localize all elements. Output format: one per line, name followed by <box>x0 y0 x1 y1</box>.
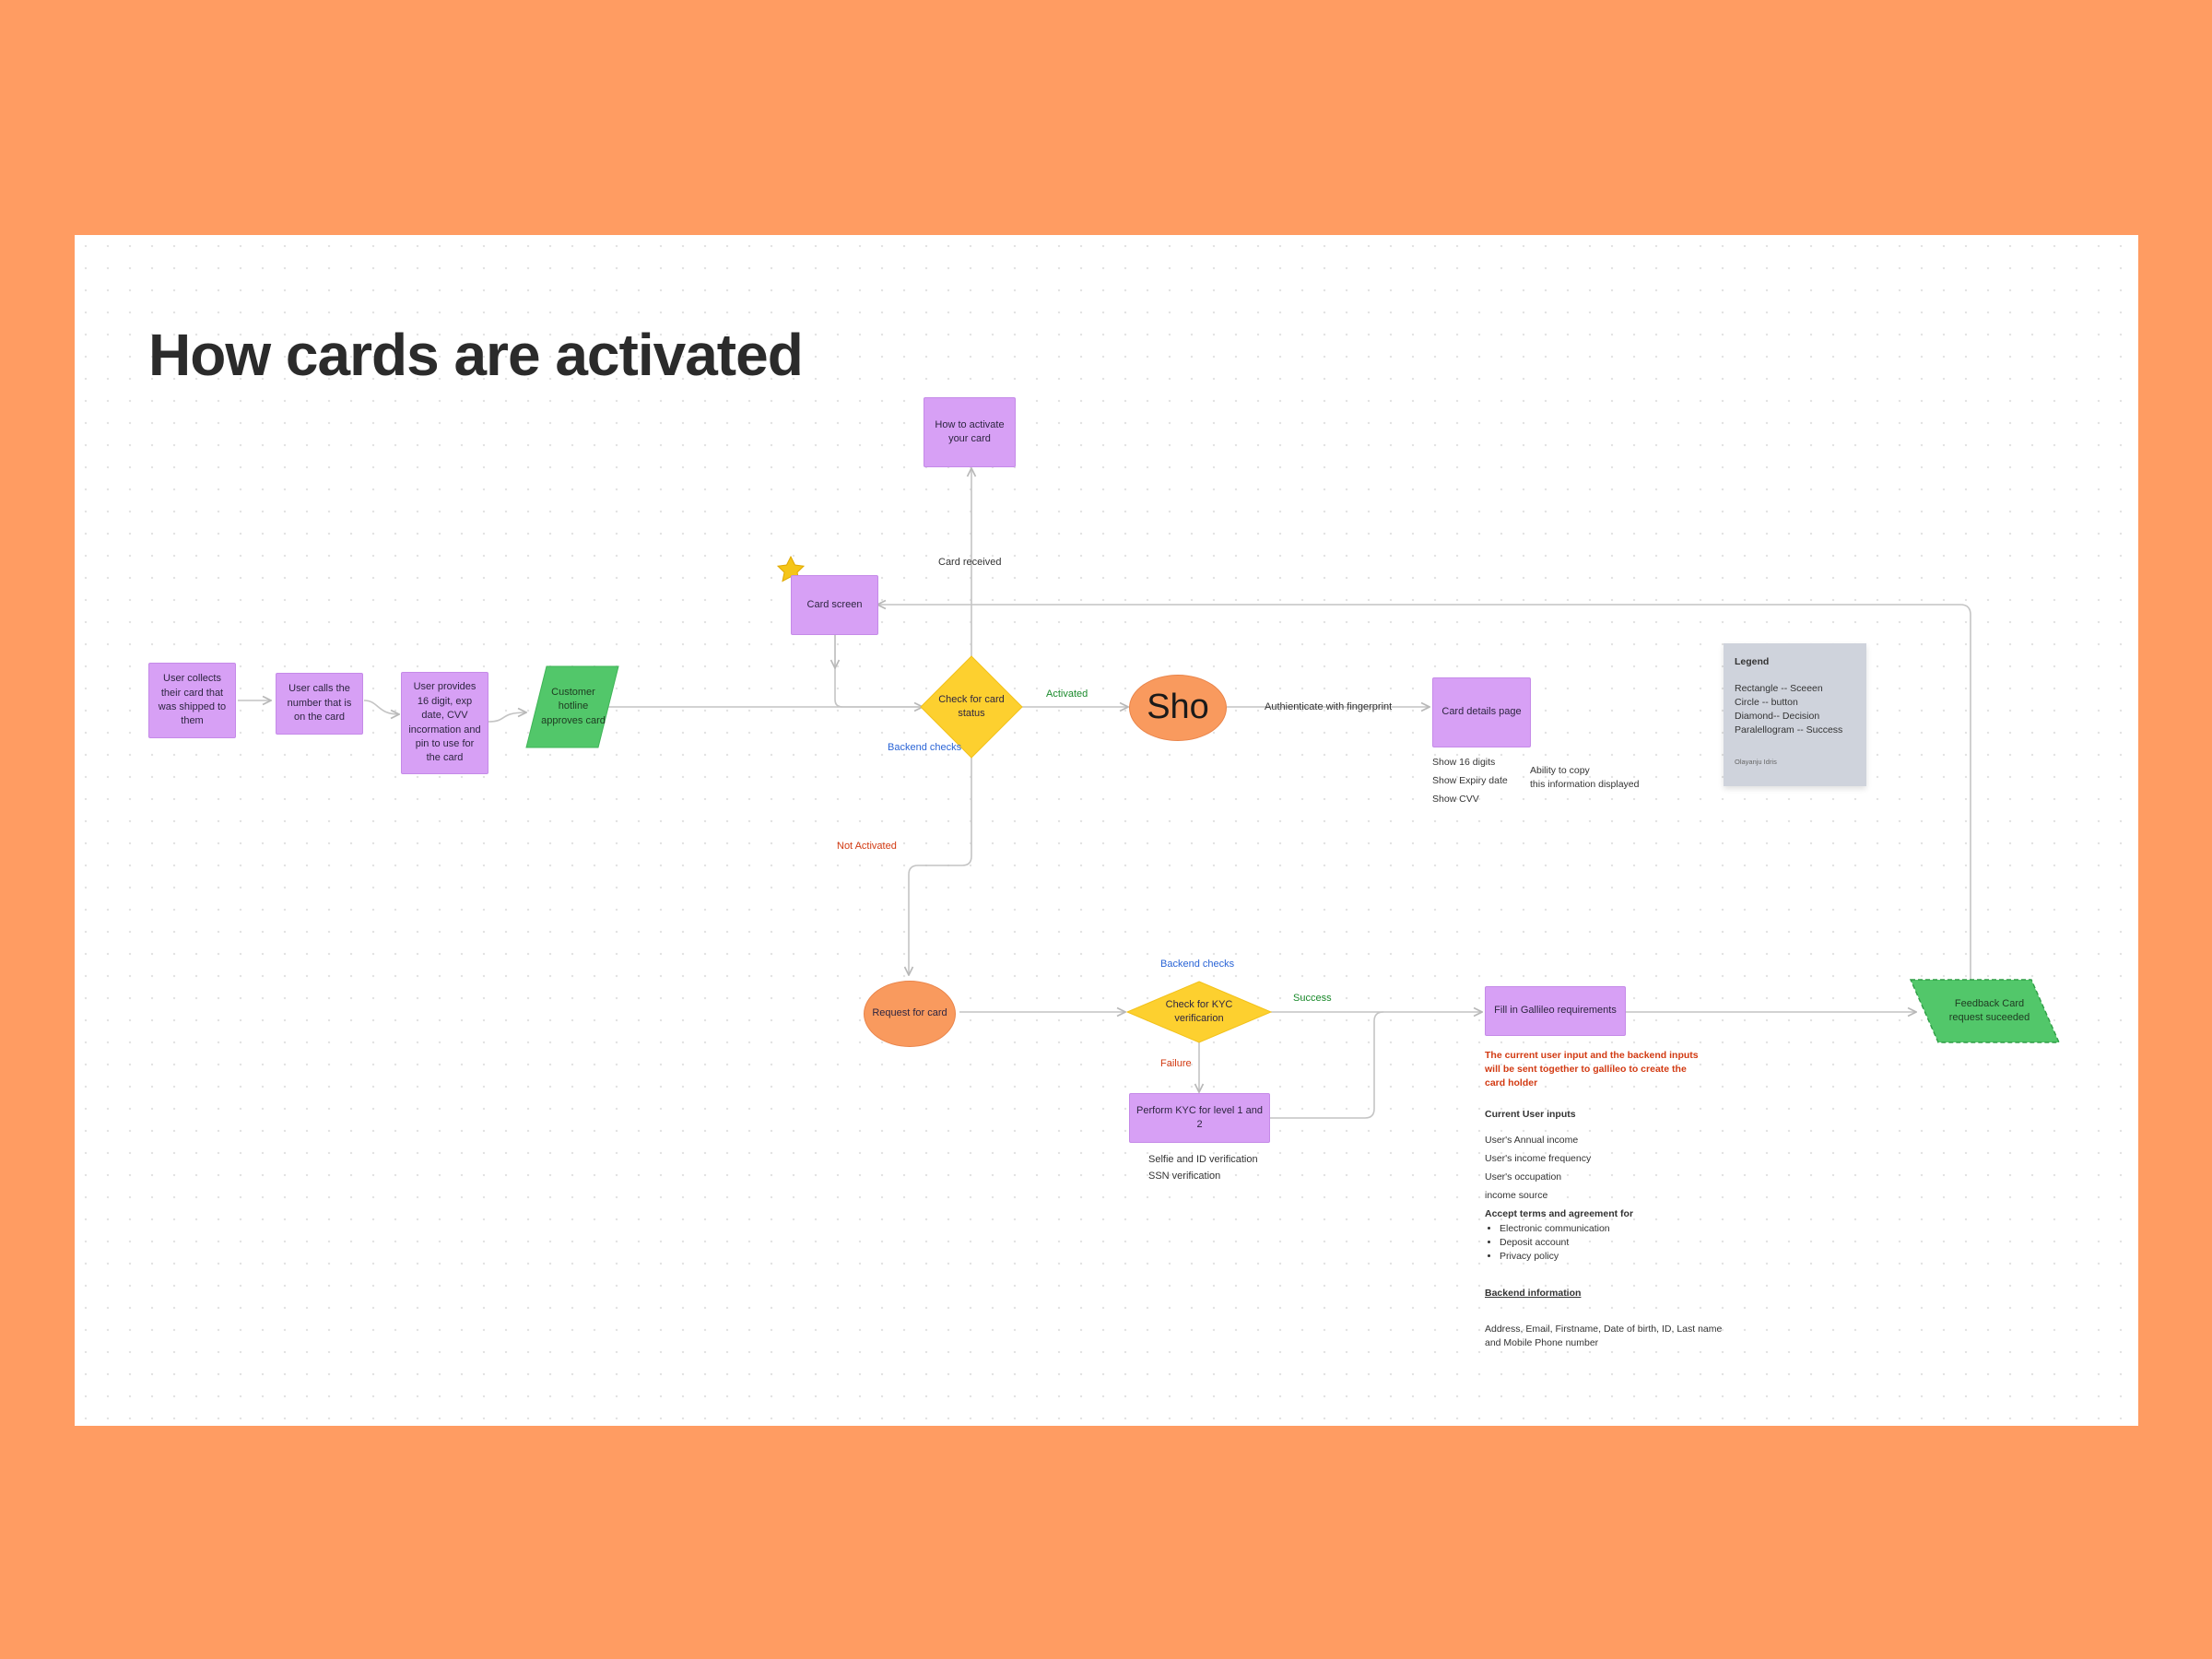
user-calls-number-node: User calls the number that is on the car… <box>276 673 363 735</box>
feedback-success-node: Feedback Card request suceeded <box>1948 997 2030 1023</box>
label-not-activated: Not Activated <box>837 841 897 852</box>
check-card-status-node: Check for card status <box>938 693 1005 719</box>
accept-terms-title: Accept terms and agreement for <box>1485 1208 1634 1219</box>
line-status-to-request <box>909 758 972 975</box>
card-details-page-node: Card details page <box>1432 677 1531 747</box>
line-feedback-to-cardscreen <box>877 605 1971 980</box>
user-provides-info-node: User provides 16 digit, exp date, CVV in… <box>401 672 488 774</box>
backend-information-link[interactable]: Backend information <box>1485 1288 1582 1299</box>
whiteboard-canvas: How cards are activated <box>75 235 2138 1426</box>
label-authenticate: Authienticate with fingerprint <box>1265 701 1393 712</box>
label-backend-checks-2: Backend checks <box>1160 959 1235 970</box>
page-title: How cards are activated <box>148 322 804 388</box>
backend-information-text: Address, Email, Firstname, Date of birth… <box>1485 1324 1723 1348</box>
check-kyc-node: Check for KYC verificarion <box>1165 998 1233 1024</box>
card-screen-node: Card screen <box>791 575 878 635</box>
connector-lines <box>238 235 2061 1119</box>
perform-kyc-node: Perform KYC for level 1 and 2 <box>1129 1093 1270 1143</box>
label-success: Success <box>1293 993 1332 1004</box>
request-card-button-node[interactable]: Request for card <box>864 981 956 1047</box>
current-inputs-list: User's Annual income User's income frequ… <box>1485 1135 1592 1201</box>
label-failure: Failure <box>1160 1058 1192 1069</box>
kyc-notes: Selfie and ID verification SSN verificat… <box>1148 1154 1258 1182</box>
check-kyc-diamond-shape <box>1125 981 1273 1043</box>
ability-copy-note: Ability to copy this information display… <box>1530 765 1640 790</box>
fill-galileo-node: Fill in Gallileo requirements <box>1485 986 1626 1036</box>
how-to-activate-node: How to activate your card <box>924 397 1016 467</box>
line-perform-to-galileo <box>1270 1011 1384 1119</box>
legend-title: Legend <box>1735 656 1770 667</box>
card-details-notes: Show 16 digits Show Expiry date Show CVV <box>1432 757 1508 805</box>
feedback-parallelogram-shape <box>1909 979 2061 1043</box>
legend-sticky-note: Legend Rectangle -- Sceeen Circle -- but… <box>1724 643 1866 786</box>
customer-hotline-node: Customer hotline approves card <box>541 686 606 726</box>
current-inputs-title: Current User inputs <box>1485 1109 1576 1120</box>
accept-terms-list: Electronic communication Deposit account… <box>1485 1222 1610 1264</box>
hotline-parallelogram-shape <box>525 665 619 748</box>
legend-author: Olayanju Idris <box>1735 758 1777 766</box>
check-status-diamond-shape <box>920 655 1023 759</box>
legend-items: Rectangle -- Sceeen Circle -- button Dia… <box>1735 683 1843 735</box>
label-activated: Activated <box>1046 688 1088 700</box>
line-calls-to-provides <box>363 700 399 714</box>
sho-button-node[interactable]: Sho <box>1129 675 1227 741</box>
label-card-received: Card received <box>938 557 1002 568</box>
line-provides-to-hotline <box>488 712 526 723</box>
label-backend-checks-1: Backend checks <box>888 742 962 753</box>
galileo-warning-note: The current user input and the backend i… <box>1485 1050 1699 1088</box>
user-collects-card-node: User collects their card that was shippe… <box>148 663 236 738</box>
line-cardscreen-to-status <box>834 635 923 708</box>
